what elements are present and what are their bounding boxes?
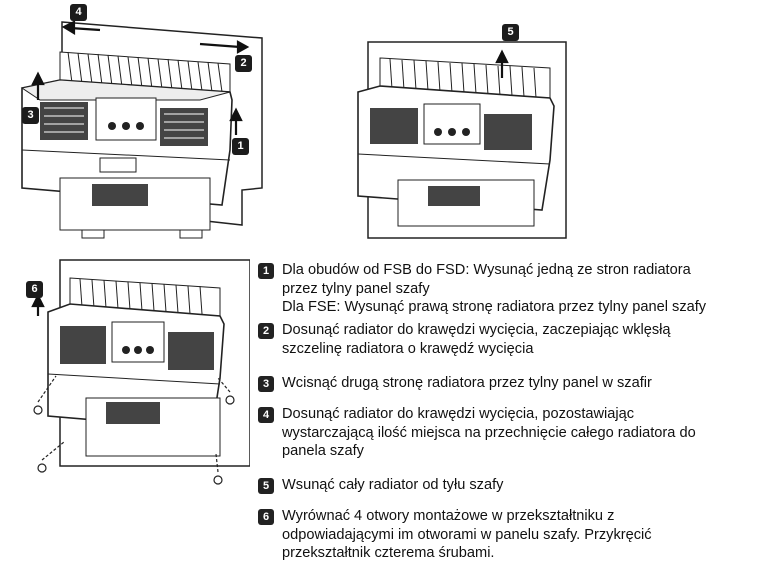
step-number-badge: 3 [258, 376, 274, 392]
step-text: Dosunąć radiator do krawędzi wycięcia, p… [282, 406, 696, 459]
step-number-badge: 5 [258, 478, 274, 494]
step-4: 4 Dosunąć radiator do krawędzi wycięcia,… [258, 405, 758, 463]
step-1: 1 Dla obudów od FSB do FSD: Wysunąć jedn… [258, 261, 758, 319]
step-number-badge: 6 [258, 509, 274, 525]
step-text: Wcisnąć drugą stronę radiatora przez tyl… [282, 375, 652, 391]
step-number-badge: 2 [258, 323, 274, 339]
step-number-badge: 4 [258, 407, 274, 423]
step-text: Wsunąć cały radiator od tyłu szafy [282, 477, 504, 493]
step-3: 3 Wcisnąć drugą stronę radiatora przez t… [258, 374, 758, 394]
callout-1: 1 [232, 138, 249, 155]
step-text: Dosunąć radiator do krawędzi wycięcia, z… [282, 322, 671, 357]
step-number-badge: 1 [258, 263, 274, 279]
callout-2: 2 [235, 55, 252, 72]
callout-3: 3 [22, 107, 39, 124]
step-5: 5 Wsunąć cały radiator od tyłu szafy [258, 476, 758, 496]
callout-4: 4 [70, 4, 87, 21]
step-text: Dla obudów od FSB do FSD: Wysunąć jedną … [282, 262, 707, 315]
step-6: 6 Wyrównać 4 otwory montażowe w przekszt… [258, 507, 758, 565]
callout-5: 5 [502, 24, 519, 41]
step-2: 2 Dosunąć radiator do krawędzi wycięcia,… [258, 321, 758, 361]
callout-6: 6 [26, 281, 43, 298]
step-text: Wyrównać 4 otwory montażowe w przekształ… [282, 508, 652, 561]
figure-heatsink-insert-one-side [20, 20, 263, 239]
figure-heatsink-screw-fix [31, 259, 250, 485]
figure-heatsink-push-in [357, 41, 567, 239]
